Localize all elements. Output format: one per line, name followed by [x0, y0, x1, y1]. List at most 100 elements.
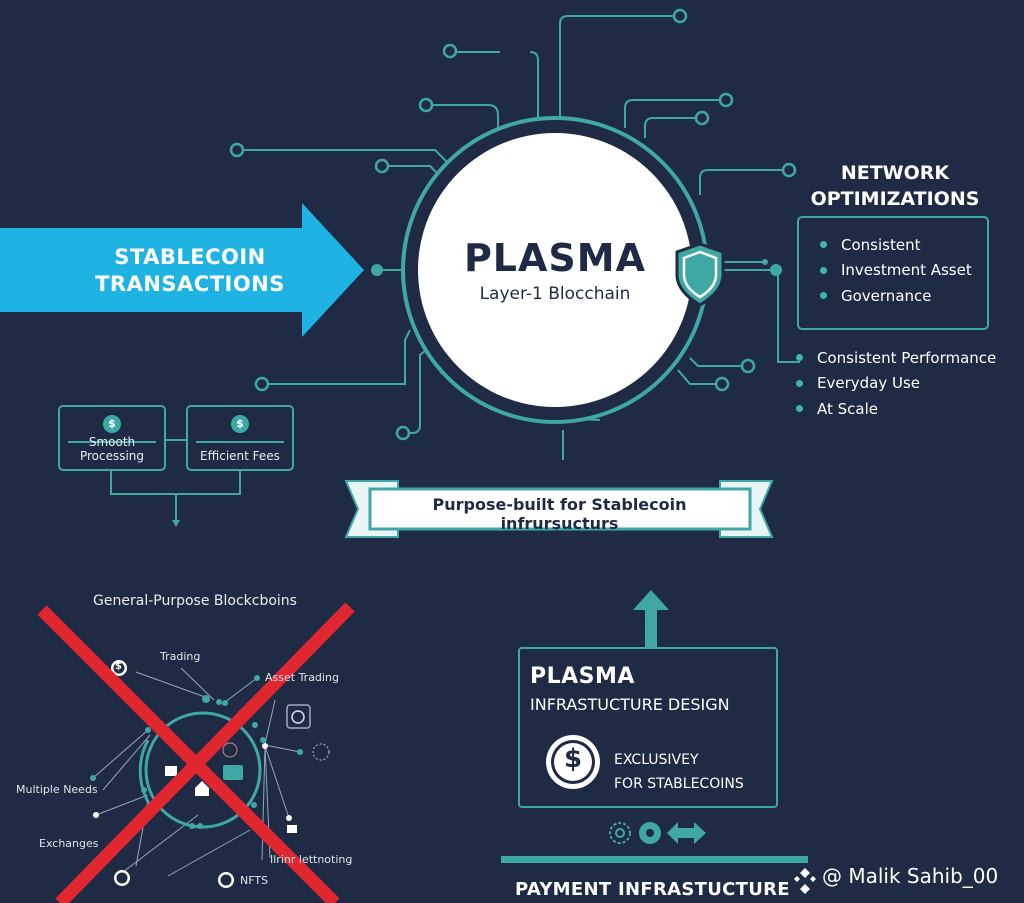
- list-item: Consistent: [820, 232, 972, 258]
- network-ring: [144, 711, 262, 829]
- feature-connector-tip: [172, 520, 180, 527]
- gp-coin-symbol: $: [115, 661, 122, 672]
- circuit-node: [395, 425, 411, 441]
- general-purpose-diagram: [90, 660, 330, 888]
- bullet-icon: [820, 266, 827, 274]
- feature-label: Smooth Processing: [79, 435, 145, 463]
- bullet-icon: [796, 354, 803, 362]
- house-icon: [195, 781, 209, 796]
- list-item: Investment Asset: [820, 258, 972, 284]
- circuit-trace: [624, 99, 725, 128]
- circuit-nodes: [229, 8, 797, 441]
- network-optimizations-box: [797, 216, 989, 330]
- gp-label-nfts: NFTS: [240, 874, 269, 887]
- circuit-node: [229, 142, 245, 158]
- divider: [196, 441, 284, 443]
- feature-card-smooth-processing: $ Smooth Processing: [58, 405, 166, 471]
- hub-core: [418, 133, 692, 407]
- circuit-trace: [260, 329, 411, 385]
- bullet-icon: [796, 379, 803, 387]
- banner-text: Purpose-built for Stablecoin infrurşuctu…: [432, 495, 687, 533]
- gp-label-trading: Trading: [160, 650, 201, 663]
- hub-title: PLASMA: [463, 236, 647, 280]
- network-ring-arc: [138, 739, 152, 806]
- circuit-node: [694, 110, 710, 126]
- watermark: @ Malik Sahib_00: [822, 864, 999, 888]
- payment-bar: [501, 856, 808, 863]
- bullet-icon: [796, 405, 803, 413]
- circuit-trace: [699, 169, 788, 195]
- circuit-node: [254, 376, 270, 392]
- circuit-node-filled: [371, 264, 383, 276]
- inflow-arrow-label: STABLECOIN TRANSACTIONS: [60, 244, 320, 298]
- gp-label-exchanges: Exchanges: [39, 837, 99, 850]
- image-icon: [287, 825, 297, 833]
- circuit-trace: [529, 51, 539, 118]
- gear-filled-icon: [639, 822, 661, 844]
- gp-label-lending: Ilrinr lettnoting: [270, 853, 353, 866]
- circuit-node: [714, 376, 730, 392]
- list-item: Everyday Use: [796, 371, 996, 397]
- circuit-trace: [243, 149, 453, 168]
- circuit-node: [718, 92, 734, 108]
- performance-list: Consistent Performance Everyday Use At S…: [796, 345, 996, 422]
- banner-ribbon: [344, 480, 774, 538]
- list-item: Consistent Performance: [796, 345, 996, 371]
- network-optimizations-title: NETWORK OPTIMIZATIONS: [800, 160, 990, 212]
- coin-icon: [111, 660, 234, 888]
- net-title-line1: NETWORK: [840, 162, 950, 184]
- circuit-trace: [559, 15, 680, 125]
- infrastructure-title: PLASMA: [530, 664, 635, 689]
- box-icon: [165, 766, 177, 776]
- feature-connectors: [110, 439, 241, 522]
- list-item: Governance: [820, 283, 972, 309]
- binance-logo-icon: [794, 868, 816, 894]
- circuit-trace: [400, 344, 433, 434]
- bullet-icon: [820, 292, 827, 300]
- gp-label-asset-trading: Asset Trading: [265, 671, 339, 684]
- wallet-icon: [223, 765, 243, 780]
- cross-out-icon: [37, 602, 355, 903]
- dollar-coin-icon: $: [231, 415, 249, 433]
- general-purpose-title: General-Purpose Blockcboins: [93, 593, 297, 609]
- circuit-node: [442, 43, 458, 59]
- infrastructure-design-box: [518, 647, 778, 808]
- net-title-line2: OPTIMIZATIONS: [810, 188, 980, 210]
- circuit-node: [418, 97, 434, 113]
- circuit-trace: [677, 369, 718, 385]
- feature-card-efficient-fees: $ Efficient Fees: [186, 405, 294, 471]
- gear-icon: [312, 743, 330, 761]
- shield-icon: [675, 242, 725, 307]
- hub-subtitle: Layer-1 Blocchain: [479, 284, 631, 304]
- circuit-trace: [388, 165, 441, 177]
- circuit-node-filled: [762, 259, 768, 265]
- bullet-icon: [820, 241, 827, 249]
- gp-label-multiple-needs: Multiple Needs: [16, 783, 98, 796]
- circuit-node-filled: [770, 264, 782, 276]
- infrastructure-coin-symbol: $: [563, 744, 583, 774]
- circuit-node: [672, 8, 688, 24]
- dollar-coin-icon: [546, 735, 600, 789]
- double-arrow-icon: [667, 822, 706, 844]
- circuit-trace: [432, 104, 499, 128]
- circuit-trace: [700, 269, 800, 363]
- infrastructure-subtitle: INFRASTUCTURE DESIGN: [530, 695, 730, 714]
- chip-icon: [286, 704, 311, 729]
- exclusive-text: EXCLUSIVEY FOR STABLECOINS: [614, 748, 744, 796]
- exclusive-line2: FOR STABLECOINS: [614, 776, 744, 792]
- circuit-trace: [689, 357, 742, 367]
- divider: [68, 441, 156, 443]
- circuit-node: [781, 162, 797, 178]
- arrow-up-icon: [633, 590, 669, 647]
- globe-icon: [222, 742, 238, 758]
- feature-label: Efficient Fees: [200, 449, 280, 463]
- gear-outline-icon: [609, 822, 631, 844]
- circuit-trace: [644, 117, 700, 138]
- inflow-line1: STABLECOIN: [114, 245, 266, 269]
- inflow-line2: TRANSACTIONS: [95, 272, 285, 296]
- circuit-node: [374, 158, 390, 174]
- arrow-right-icon: [0, 203, 364, 337]
- dollar-coin-icon: $: [103, 415, 121, 433]
- payment-infrastructure-title: PAYMENT INFRASTUCTURE: [515, 879, 790, 900]
